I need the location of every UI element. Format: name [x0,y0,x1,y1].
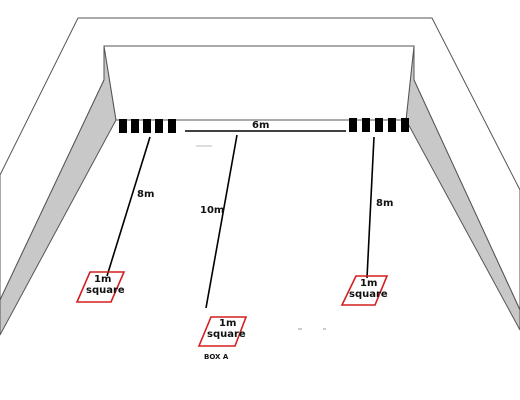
marker-block [375,118,383,132]
box-outline [75,271,126,303]
right-marker-blocks [349,118,409,132]
marker-block [401,118,409,132]
box-shape-label: square [86,285,125,296]
marker-block [119,119,127,133]
room-walls [0,17,520,336]
right-square-box: 1m square [340,275,389,306]
left-distance-line [106,136,151,277]
left-square-box: 1m square [75,271,126,303]
right-distance-line [366,136,375,279]
top-span-label: 6m [252,120,269,131]
box-outline [340,275,389,306]
box-shape-label: square [207,329,246,340]
right-distance-label: 8m [376,198,393,209]
left-marker-blocks [119,119,176,133]
center-square-box: 1m square BOX A [197,316,248,361]
marker-block [349,118,357,132]
center-distance-line [205,134,238,309]
box-size-label: 1m [94,274,111,285]
box-shape-label: square [349,289,388,300]
marker-block [155,119,163,133]
marker-block [168,119,176,133]
box-outline [197,316,248,347]
marker-block [143,119,151,133]
marker-block [388,118,396,132]
marker-block [362,118,370,132]
box-size-label: 1m [360,278,377,289]
box-size-label: 1m [219,318,236,329]
left-distance-label: 8m [137,189,154,200]
box-caption: BOX A [204,353,229,361]
back-wall [103,45,415,121]
marker-block [131,119,139,133]
floor-marks [196,145,326,330]
center-distance-label: 10m [200,205,224,216]
